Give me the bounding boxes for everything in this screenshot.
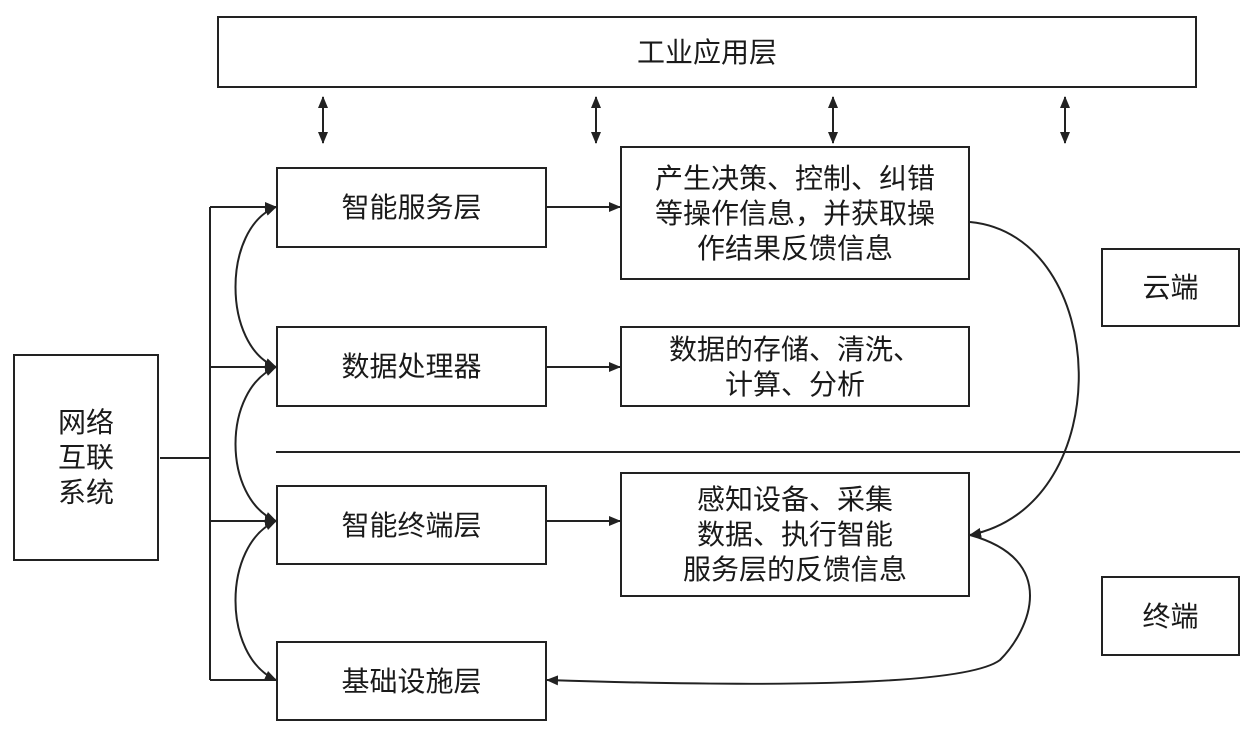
intelligent-service-layer: 智能服务层: [276, 167, 547, 248]
intelligent-terminal-layer: 智能终端层: [276, 485, 547, 565]
feedback-curve-terminal-to-infra: [546, 534, 1031, 686]
intelligent-service-layer-label: 智能服务层: [341, 191, 482, 224]
terminal-description: 感知设备、采集 数据、执行智能 服务层的反馈信息: [620, 472, 970, 597]
edge-side-box: 终端: [1101, 576, 1240, 656]
data-processor-label: 数据处理器: [341, 350, 482, 383]
curve-service-processor: [234, 206, 277, 368]
industrial-application-layer: 工业应用层: [217, 16, 1197, 88]
service-desc-line-3: 作结果反馈信息: [696, 231, 893, 265]
network-system-box: 网络 互联 系统: [13, 354, 159, 561]
curve-terminal-infra: [234, 520, 277, 681]
processor-desc-line-2: 计算、分析: [724, 367, 865, 401]
cloud-side-label: 云端: [1142, 271, 1199, 304]
service-description: 产生决策、控制、纠错 等操作信息，并获取操 作结果反馈信息: [620, 146, 970, 280]
terminal-desc-line-2: 数据、执行智能: [696, 518, 893, 551]
terminal-desc-line-3: 服务层的反馈信息: [682, 553, 907, 586]
service-desc-line-2: 等操作信息，并获取操: [654, 196, 935, 230]
cloud-side-box: 云端: [1101, 248, 1240, 327]
network-system-label: 网络 互联 系统: [58, 405, 114, 510]
network-line-1: 网络: [57, 406, 114, 439]
curve-processor-terminal: [234, 366, 277, 522]
service-description-text: 产生决策、控制、纠错 等操作信息，并获取操 作结果反馈信息: [655, 161, 935, 266]
data-processor: 数据处理器: [276, 326, 547, 407]
feedback-curve-service-to-terminal: [969, 221, 1080, 538]
processor-description: 数据的存储、清洗、 计算、分析: [620, 326, 970, 407]
service-desc-line-1: 产生决策、控制、纠错: [654, 161, 935, 195]
processor-desc-line-1: 数据的存储、清洗、: [668, 332, 921, 366]
infrastructure-layer-label: 基础设施层: [341, 664, 482, 698]
edge-side-label: 终端: [1142, 599, 1199, 633]
terminal-description-text: 感知设备、采集 数据、执行智能 服务层的反馈信息: [683, 482, 907, 587]
intelligent-terminal-layer-label: 智能终端层: [341, 508, 482, 542]
network-line-3: 系统: [57, 476, 114, 509]
network-line-2: 互联: [57, 441, 114, 474]
processor-description-text: 数据的存储、清洗、 计算、分析: [669, 332, 921, 402]
infrastructure-layer: 基础设施层: [276, 641, 547, 721]
industrial-application-layer-label: 工业应用层: [636, 35, 777, 69]
terminal-desc-line-1: 感知设备、采集: [696, 483, 893, 516]
